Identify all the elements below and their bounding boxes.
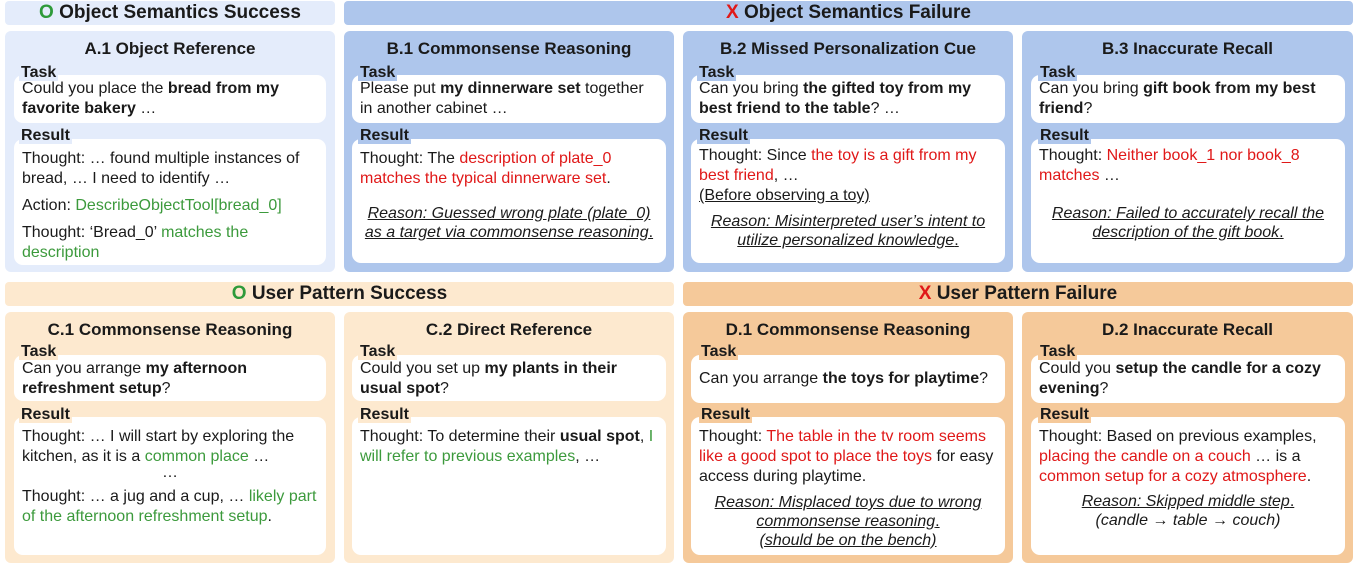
reason-note: (candle → table → couch): [1095, 512, 1281, 529]
card-b3: B.3 Inaccurate Recall Can you bring gift…: [1022, 31, 1353, 272]
task-box: Could you place the bread from my favori…: [14, 75, 326, 123]
task-label: Task: [19, 343, 59, 360]
task-label: Task: [358, 343, 398, 360]
task-box: Can you arrange the toys for playtime?: [691, 355, 1005, 403]
task-box: Can you arrange my afternoon refreshment…: [14, 355, 326, 401]
reason-text: Reason: Misplaced toys due to wrong comm…: [714, 494, 982, 530]
card-d2: D.2 Inaccurate Recall Could you setup th…: [1022, 312, 1353, 563]
result-label: Result: [19, 406, 72, 423]
card-title: B.2 Missed Personalization Cue: [719, 39, 976, 58]
reason-note: (should be on the bench): [759, 532, 937, 549]
card-title: D.2 Inaccurate Recall: [1101, 320, 1274, 339]
task-label: Task: [358, 64, 398, 81]
task-box: Could you setup the candle for a cozy ev…: [1031, 355, 1345, 403]
failure-mark-icon: X: [918, 283, 932, 304]
reason-text: Reason: Guessed wrong plate (plate_0) as…: [364, 205, 651, 241]
result-box: Thought: Since the toy is a gift from my…: [691, 139, 1005, 263]
banner-label: Object Semantics Success: [59, 2, 301, 23]
result-label: Result: [697, 127, 750, 144]
task-box: Can you bring gift book from my best fri…: [1031, 75, 1345, 123]
banner-label: User Pattern Success: [251, 283, 448, 304]
task-box: Please put my dinnerware set together in…: [352, 75, 666, 123]
task-label: Task: [699, 343, 739, 360]
result-label: Result: [358, 406, 411, 423]
success-mark-icon: O: [39, 2, 54, 23]
result-label: Result: [699, 406, 752, 423]
success-mark-icon: O: [231, 283, 247, 304]
card-title: B.3 Inaccurate Recall: [1101, 39, 1274, 58]
reason-text: Reason: Skipped middle step: [1081, 493, 1290, 510]
result-box: Thought: Based on previous examples, pla…: [1031, 417, 1345, 555]
card-title: D.1 Commonsense Reasoning: [725, 320, 971, 339]
result-label: Result: [358, 127, 411, 144]
card-c1: C.1 Commonsense Reasoning Can you arrang…: [5, 312, 335, 563]
task-label: Task: [19, 64, 59, 81]
result-box: Thought: The table in the tv room seems …: [691, 417, 1005, 555]
card-b1: B.1 Commonsense Reasoning Please put my …: [344, 31, 674, 272]
card-a1: A.1 Object Reference Could you place the…: [5, 31, 335, 272]
task-label: Task: [697, 64, 737, 81]
result-box: Thought: Neither book_1 nor book_8 match…: [1031, 139, 1345, 263]
card-title: A.1 Object Reference: [84, 39, 256, 58]
result-box: Thought: … found multiple instances of b…: [14, 139, 326, 265]
banner-label: Object Semantics Failure: [743, 2, 971, 23]
card-title: C.2 Direct Reference: [425, 320, 593, 339]
result-label: Result: [1038, 127, 1091, 144]
result-box: Thought: … I will start by exploring the…: [14, 417, 326, 555]
banner-user-pattern-success: O User Pattern Success: [5, 282, 674, 306]
card-d1: D.1 Commonsense Reasoning Can you arrang…: [683, 312, 1013, 563]
card-title: C.1 Commonsense Reasoning: [47, 320, 293, 339]
result-label: Result: [19, 127, 72, 144]
banner-label: User Pattern Failure: [936, 283, 1118, 304]
ellipsis: …: [162, 464, 178, 481]
banner-object-semantics-failure: X Object Semantics Failure: [344, 1, 1353, 25]
result-box: Thought: To determine their usual spot, …: [352, 417, 666, 555]
banner-object-semantics-success: O Object Semantics Success: [5, 1, 335, 25]
banner-user-pattern-failure: X User Pattern Failure: [683, 282, 1353, 306]
card-c2: C.2 Direct Reference Could you set up my…: [344, 312, 674, 563]
task-box: Can you bring the gifted toy from my bes…: [691, 75, 1005, 123]
reason-text: Reason: Failed to accurately recall the …: [1051, 205, 1325, 241]
card-b2: B.2 Missed Personalization Cue Can you b…: [683, 31, 1013, 272]
task-label: Task: [1038, 343, 1078, 360]
reason-text: Reason: Misinterpreted user’s intent to …: [710, 213, 986, 249]
result-box: Thought: The description of plate_0 matc…: [352, 139, 666, 263]
result-label: Result: [1038, 406, 1091, 423]
observation-note: (Before observing a toy): [699, 187, 870, 204]
failure-mark-icon: X: [726, 2, 739, 23]
task-label: Task: [1038, 64, 1078, 81]
task-box: Could you set up my plants in their usua…: [352, 355, 666, 401]
card-title: B.1 Commonsense Reasoning: [386, 39, 632, 58]
